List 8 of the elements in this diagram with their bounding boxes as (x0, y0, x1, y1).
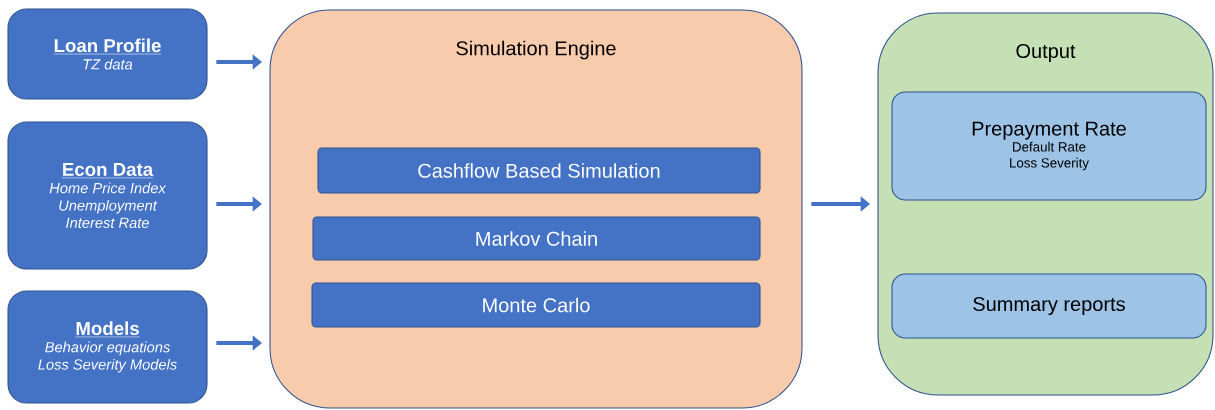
input-box: Econ Data Home Price Index Unemployment Interest Rate (7, 121, 208, 270)
method-box: Markov Chain (312, 216, 761, 261)
method-box: Monte Carlo (311, 282, 761, 328)
result-box: Summary reports (891, 273, 1207, 339)
result-box: Prepayment Rate Default Rate Loss Severity (891, 91, 1207, 201)
input-box: Models Behavior equations Loss Severity Models (7, 290, 208, 404)
method-box: Cashflow Based Simulation (317, 147, 761, 194)
input-box: Loan Profile TZ data (7, 8, 208, 100)
